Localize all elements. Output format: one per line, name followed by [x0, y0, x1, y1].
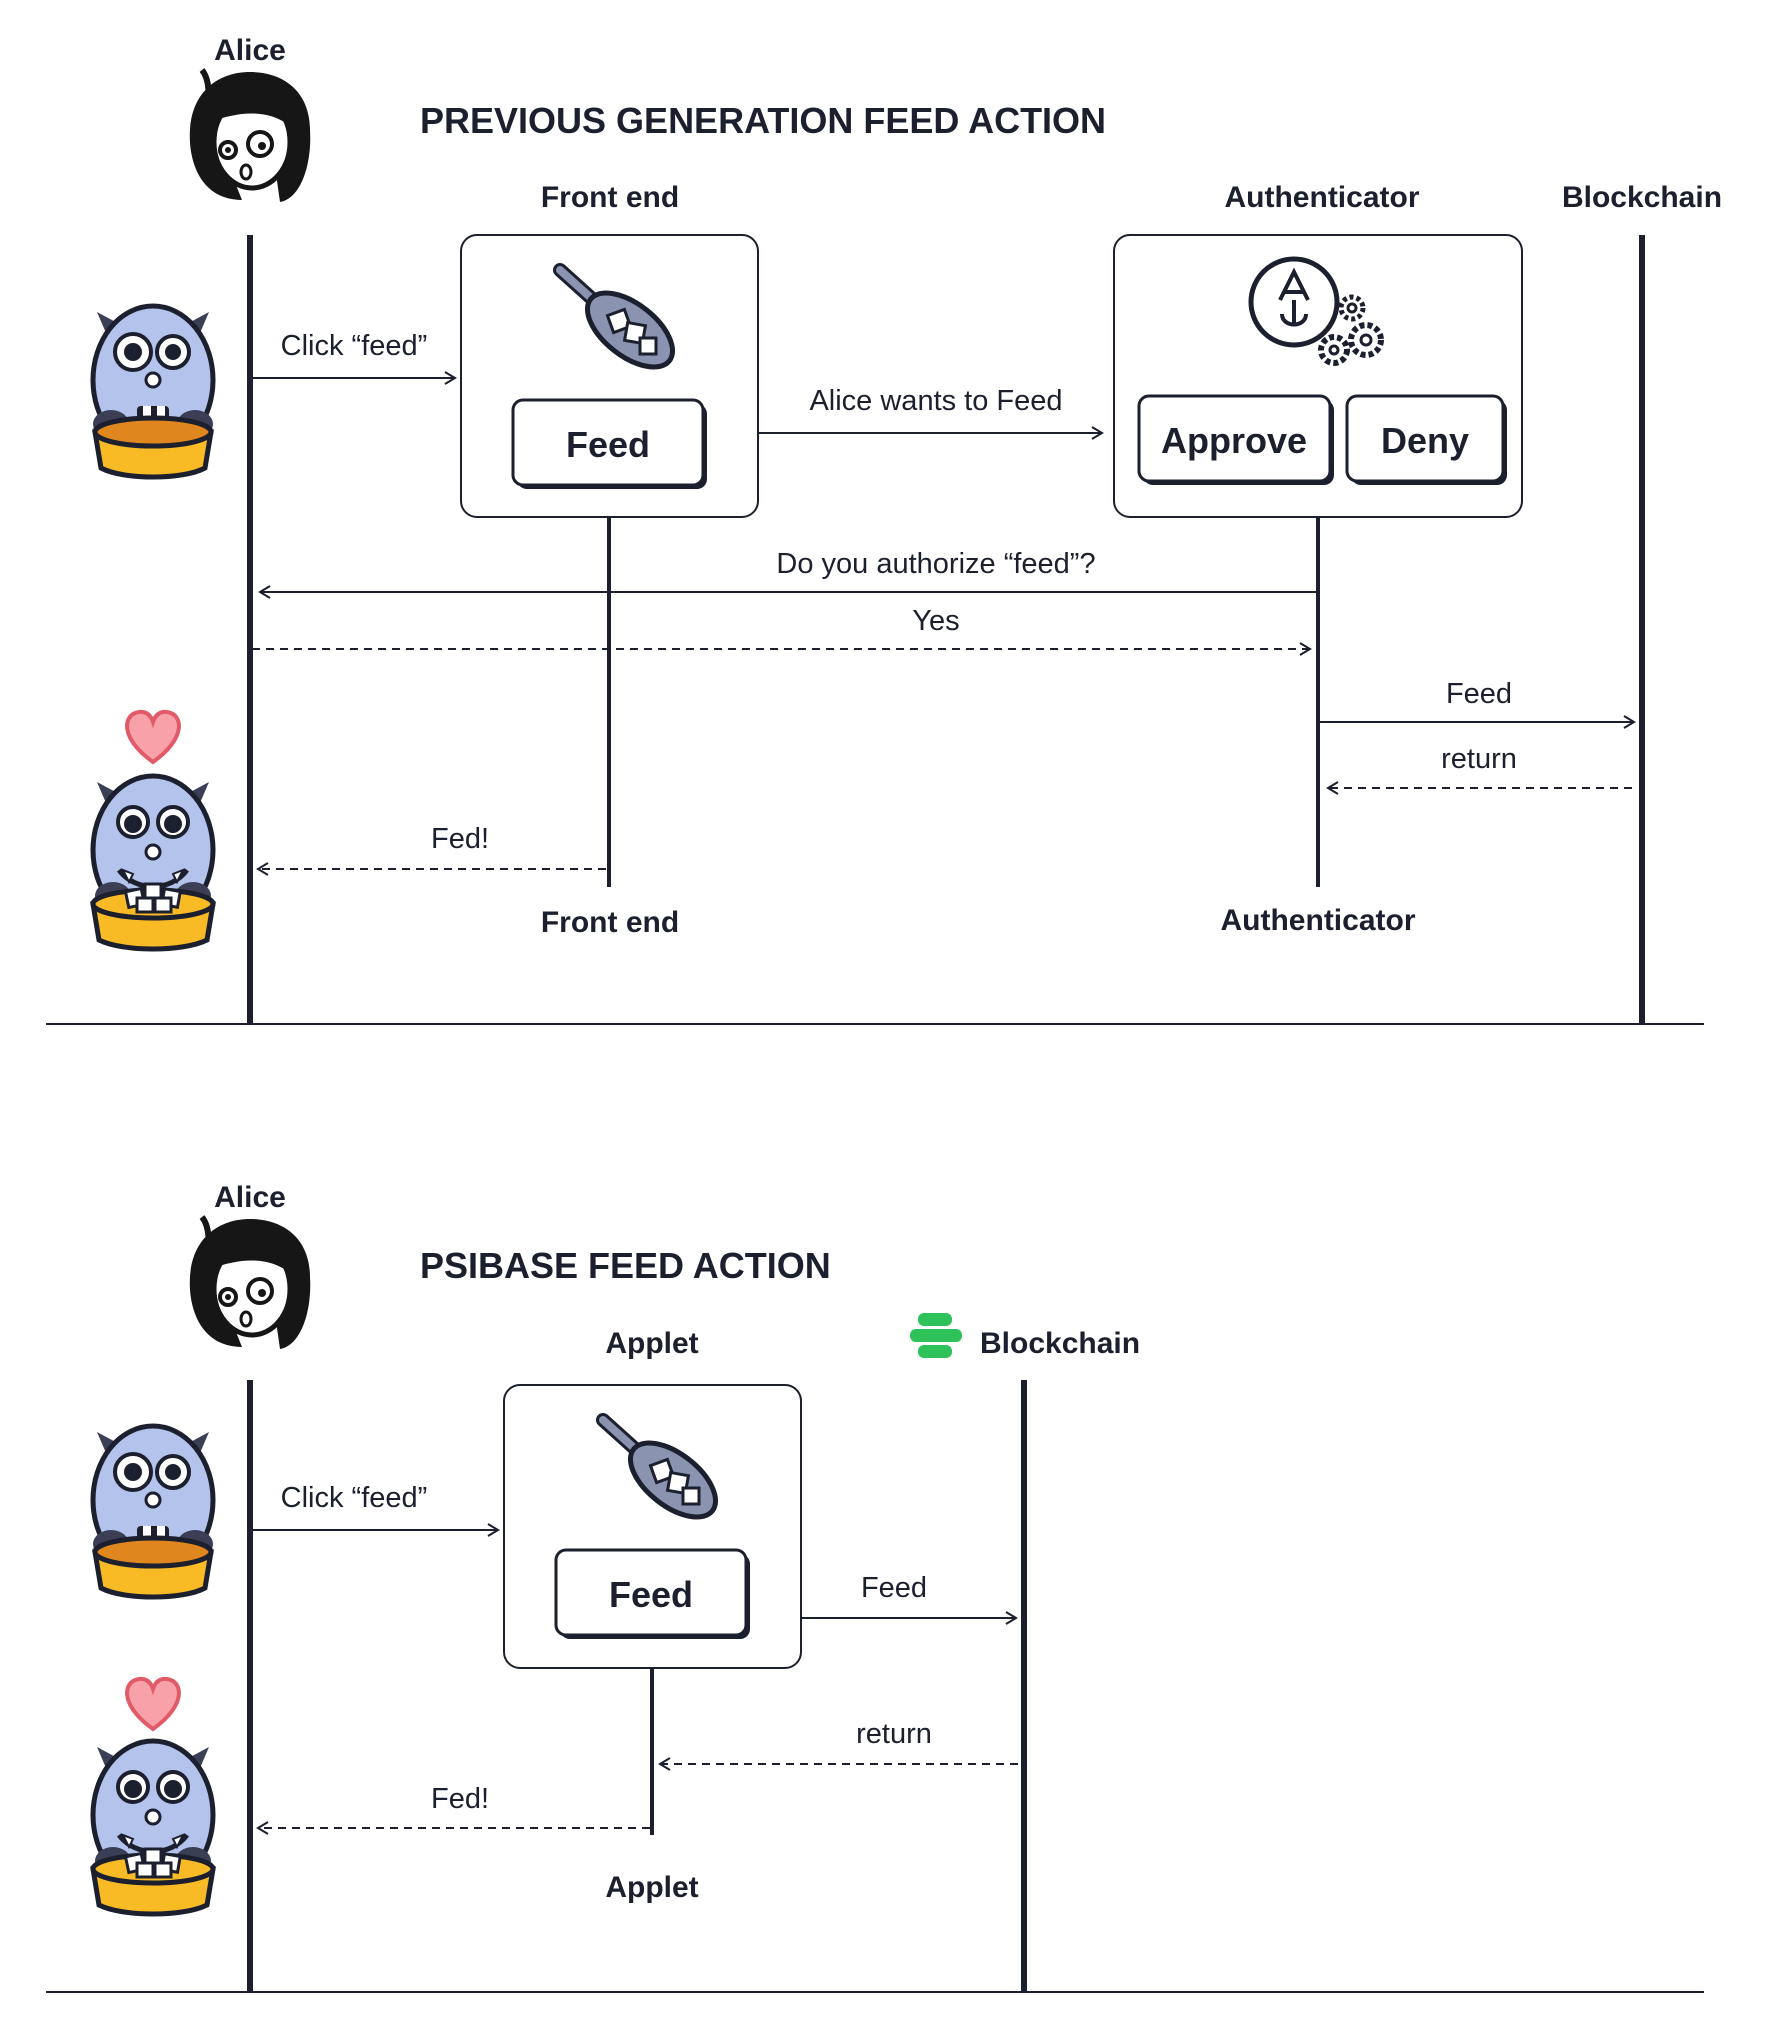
hungry-monster-icon — [93, 306, 213, 477]
deny-button-label: Deny — [1381, 420, 1469, 461]
authorize-prompt-label: Do you authorize “feed”? — [776, 548, 1095, 580]
click-feed-label: Click “feed” — [281, 330, 428, 362]
feed-call-label-2: Feed — [861, 1572, 927, 1604]
alice-avatar-icon — [190, 70, 310, 202]
fed-monster-icon — [93, 1741, 213, 1914]
feed-button-label-2: Feed — [609, 1574, 693, 1615]
fed-reply-label-2: Fed! — [431, 1783, 489, 1815]
fed-reply-label: Fed! — [431, 823, 489, 855]
lane-header-front-end: Front end — [541, 181, 679, 214]
alice-label-2: Alice — [214, 1181, 286, 1214]
alice-avatar-icon — [190, 1217, 310, 1349]
heart-icon — [125, 1676, 181, 1731]
feed-button-2[interactable] — [554, 1548, 748, 1637]
authenticator-logo-icon — [1248, 256, 1340, 348]
lane-header-blockchain-2: Blockchain — [980, 1327, 1140, 1360]
alice-label: Alice — [214, 34, 286, 67]
lane-header-applet: Applet — [605, 1327, 698, 1360]
approve-button[interactable] — [1137, 394, 1332, 483]
lane-footer-authenticator: Authenticator — [1221, 904, 1416, 937]
gears-icon — [1318, 294, 1384, 366]
lane-footer-front-end: Front end — [541, 906, 679, 939]
feed-button-label: Feed — [566, 424, 650, 465]
click-feed-label-2: Click “feed” — [281, 1482, 428, 1514]
lane-header-blockchain: Blockchain — [1562, 181, 1722, 214]
top-diagram: Alice PREVIOUS GENERATION FEED ACTION Fr… — [46, 34, 1722, 1025]
feed-call-label: Feed — [1446, 678, 1512, 710]
diagram-title: PREVIOUS GENERATION FEED ACTION — [420, 100, 1106, 141]
fed-monster-icon — [93, 776, 213, 949]
return-label: return — [1441, 743, 1517, 775]
return-label-2: return — [856, 1718, 932, 1750]
hungry-monster-icon — [93, 1426, 213, 1597]
bottom-diagram: Alice PSIBASE FEED ACTION Applet Blockch… — [46, 1181, 1704, 1993]
psibase-logo-icon — [910, 1313, 962, 1358]
heart-icon — [125, 709, 181, 764]
deny-button[interactable] — [1345, 394, 1505, 483]
feed-button[interactable] — [511, 398, 705, 487]
approve-button-label: Approve — [1161, 420, 1307, 461]
yes-reply-label: Yes — [912, 605, 959, 637]
diagram-title-2: PSIBASE FEED ACTION — [420, 1245, 831, 1286]
lane-header-authenticator: Authenticator — [1225, 181, 1420, 214]
lane-footer-applet: Applet — [605, 1871, 698, 1904]
alice-wants-to-feed-label: Alice wants to Feed — [809, 385, 1062, 417]
